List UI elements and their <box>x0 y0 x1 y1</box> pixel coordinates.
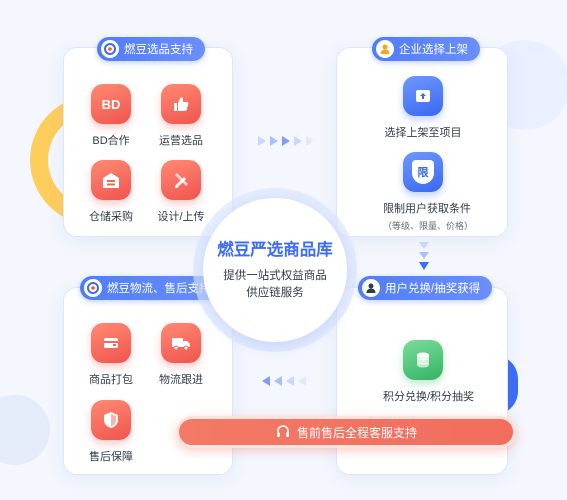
headset-icon <box>275 424 291 440</box>
after-sales-item: 售后保障 <box>71 400 151 464</box>
user-restriction-sub: （等级、限量、价格） <box>383 221 474 231</box>
delivery-truck-icon <box>161 323 201 363</box>
points-redemption-item: 积分兑换/积分抽奖 <box>383 340 475 404</box>
user-redemption-header: 用户兑换/抽奖获得 <box>358 276 493 300</box>
center-title: 燃豆严选商品库 <box>217 241 333 259</box>
design-tools-icon <box>161 160 201 200</box>
warehouse-purchase-item: 仓储采购 <box>71 160 151 224</box>
center-description-line1: 提供一站式权益商品 <box>223 270 327 282</box>
selection-support-header: 燃豆选品支持 <box>97 37 205 61</box>
center-description: 提供一站式权益商品 供应链服务 <box>203 268 347 302</box>
flow-arrow-right <box>254 134 320 148</box>
enterprise-listing-card: 选择上架至项目 限 限制用户获取条件 （等级、限量、价格） <box>336 47 508 237</box>
package-card-icon <box>91 323 131 363</box>
coin-stack-icon <box>403 340 443 380</box>
center-description-line2: 供应链服务 <box>246 287 304 299</box>
user-restriction-label: 限制用户获取条件 <box>383 203 471 215</box>
flow-arrow-down <box>417 240 431 274</box>
randou-logo-icon <box>84 279 102 297</box>
user-avatar-icon <box>362 279 380 297</box>
warehouse-purchase-label: 仓储采购 <box>89 211 133 223</box>
points-redemption-label: 积分兑换/积分抽奖 <box>383 391 475 403</box>
operation-selection-item: 运营选品 <box>141 84 221 148</box>
upload-box-icon <box>403 76 443 116</box>
design-upload-label: 设计/上传 <box>157 211 205 223</box>
decorative-soft-circle <box>0 395 50 465</box>
logistics-tracking-label: 物流跟进 <box>159 374 203 386</box>
warehouse-icon <box>91 160 131 200</box>
enterprise-listing-header: 企业选择上架 <box>372 37 480 61</box>
user-restriction-item: 限 限制用户获取条件 （等级、限量、价格） <box>383 152 474 232</box>
after-sales-label: 售后保障 <box>89 451 133 463</box>
shield-icon <box>91 400 131 440</box>
select-listing-item: 选择上架至项目 <box>383 76 463 140</box>
bd-cooperation-item: BD BD合作 <box>71 84 151 148</box>
product-packing-item: 商品打包 <box>71 323 151 387</box>
randou-logo-icon <box>101 40 119 58</box>
thumbs-up-icon <box>161 84 201 124</box>
customer-service-bar: 售前售后全程客服支持 <box>176 416 516 448</box>
selection-support-card: BD BD合作 运营选品 仓储采购 设计/上传 <box>63 47 233 237</box>
product-packing-label: 商品打包 <box>89 374 133 386</box>
user-badge-icon <box>376 40 394 58</box>
select-listing-label: 选择上架至项目 <box>384 127 462 139</box>
restriction-shield-icon: 限 <box>403 152 443 192</box>
flow-arrow-left <box>258 374 324 388</box>
center-hub: 燃豆严选商品库 提供一站式权益商品 供应链服务 <box>203 198 347 342</box>
bd-cooperation-label: BD合作 <box>92 135 130 147</box>
logistics-tracking-item: 物流跟进 <box>141 323 221 387</box>
bd-badge-icon: BD <box>91 84 131 124</box>
design-upload-item: 设计/上传 <box>141 160 221 224</box>
operation-selection-label: 运营选品 <box>159 135 203 147</box>
